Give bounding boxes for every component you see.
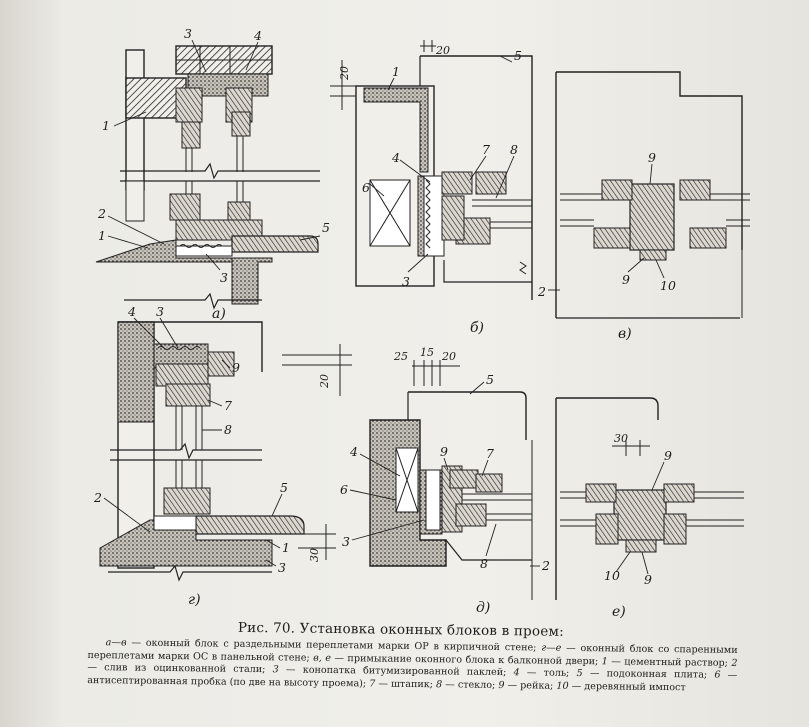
callout: 3 bbox=[156, 304, 164, 319]
callout: 10 bbox=[660, 278, 676, 293]
legend-key: а—в bbox=[105, 637, 127, 649]
panel-label-e: е) bbox=[612, 604, 626, 620]
callout: 5 bbox=[322, 220, 330, 235]
dimension-label: 30 bbox=[614, 432, 628, 445]
callout: 9 bbox=[644, 572, 652, 587]
callout: 6 bbox=[340, 482, 348, 497]
callout: 3 bbox=[402, 274, 410, 289]
callout: 5 bbox=[280, 480, 288, 495]
detail-a bbox=[95, 45, 320, 310]
legend-key: в, е bbox=[313, 652, 332, 664]
callout: 10 bbox=[604, 568, 620, 583]
legend-text: — стекло; bbox=[442, 679, 499, 691]
legend-text: — штапик; bbox=[375, 678, 437, 691]
callout: 2 bbox=[93, 490, 102, 505]
callout: 4 bbox=[127, 304, 136, 319]
leader-lines bbox=[103, 39, 665, 575]
detail-v bbox=[555, 71, 750, 319]
callout: 8 bbox=[224, 422, 232, 437]
legend-text: — деревянный импост bbox=[568, 680, 686, 694]
callout: 8 bbox=[510, 142, 518, 157]
callout: 9 bbox=[664, 448, 672, 463]
legend-text: — цементный раствор; bbox=[607, 655, 732, 669]
callout: 2 bbox=[537, 284, 546, 299]
dimension-labels: 20 20 20 30 30 25 15 20 bbox=[308, 44, 628, 562]
dimension-label: 15 bbox=[420, 346, 434, 359]
legend-key: г—е bbox=[541, 642, 562, 654]
dimension-label: 20 bbox=[338, 66, 351, 81]
panel-label-g: г) bbox=[188, 592, 201, 608]
panel-label-d: д) bbox=[476, 600, 490, 616]
callout: 4 bbox=[391, 150, 400, 165]
legend-text: — подоконная плита; bbox=[582, 668, 715, 681]
callout: 6 bbox=[362, 180, 370, 195]
legend-key: 10 bbox=[556, 680, 569, 692]
legend-text: — рейка; bbox=[504, 679, 557, 692]
callout: 8 bbox=[480, 556, 488, 571]
figure-caption: Рис. 70. Установка оконных блоков в прое… bbox=[87, 618, 738, 695]
callout: 3 bbox=[278, 560, 286, 575]
legend-text: — слив из оцинкованной стали; bbox=[87, 662, 273, 676]
callout: 2 bbox=[97, 206, 106, 221]
callout: 9 bbox=[232, 360, 240, 375]
detail-b bbox=[330, 40, 533, 300]
dimension-label: 25 bbox=[393, 350, 408, 363]
callout: 2 bbox=[541, 558, 550, 573]
callout: 3 bbox=[184, 26, 192, 41]
dimension-label: 30 bbox=[308, 548, 321, 562]
callout: 7 bbox=[224, 398, 232, 413]
callout: 9 bbox=[440, 444, 448, 459]
callout: 7 bbox=[486, 446, 494, 461]
callout: 9 bbox=[648, 150, 656, 165]
figure-legend: а—в — оконный блок с раздельными перепле… bbox=[87, 637, 738, 695]
panel-labels: а) б) в) г) д) е) bbox=[188, 306, 632, 620]
callout: 1 bbox=[98, 228, 106, 243]
detail-e bbox=[555, 397, 744, 600]
callout: 5 bbox=[514, 48, 522, 63]
dimension-label: 20 bbox=[441, 350, 456, 363]
callout-numbers: 3 4 1 2 1 3 5 1 5 4 7 8 6 3 9 2 9 10 4 3… bbox=[93, 26, 676, 587]
panel-label-v: в) bbox=[618, 326, 632, 342]
legend-text: — толь; bbox=[519, 667, 577, 680]
panel-label-b: б) bbox=[470, 320, 484, 336]
callout: 3 bbox=[220, 270, 228, 285]
legend-text: — конопатка битумизированной паклей; bbox=[278, 664, 514, 679]
detail-g bbox=[99, 321, 352, 582]
callout: 4 bbox=[349, 444, 358, 459]
callout: 1 bbox=[392, 64, 400, 79]
dimension-label: 20 bbox=[435, 44, 450, 57]
callout: 1 bbox=[282, 540, 290, 555]
panel-label-a: а) bbox=[212, 306, 226, 322]
detail-d bbox=[369, 360, 533, 600]
callout: 4 bbox=[253, 28, 262, 43]
callout: 1 bbox=[102, 118, 110, 133]
dimension-label: 20 bbox=[318, 374, 331, 389]
callout: 7 bbox=[482, 142, 490, 157]
callout: 9 bbox=[622, 272, 630, 287]
legend-key: 2 bbox=[731, 657, 738, 669]
callout: 5 bbox=[486, 372, 494, 387]
callout: 3 bbox=[342, 534, 350, 549]
